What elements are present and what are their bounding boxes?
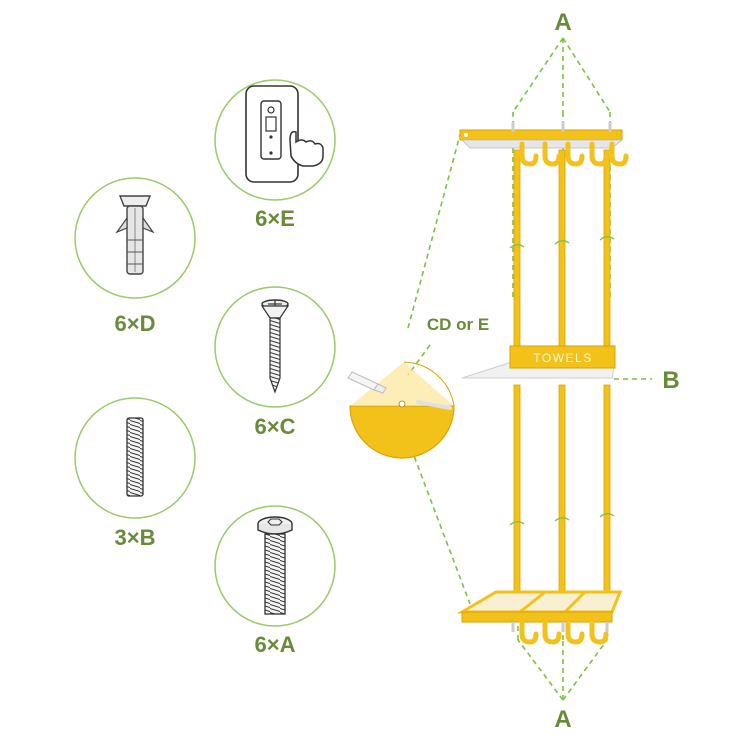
adhesive-hook-icon bbox=[245, 85, 324, 183]
part-c bbox=[214, 286, 336, 408]
part-label-e: 6×E bbox=[255, 206, 295, 231]
part-label-b: 3×B bbox=[115, 525, 156, 550]
part-label-a: 6×A bbox=[255, 632, 296, 657]
wall-anchor-icon bbox=[347, 371, 387, 394]
shelf-label: TOWELS bbox=[533, 351, 592, 365]
middle-shelf: TOWELS bbox=[461, 345, 616, 379]
wall-plate bbox=[349, 405, 455, 459]
mounting-detail bbox=[347, 361, 455, 459]
part-label-d: 6×D bbox=[115, 311, 156, 336]
part-a bbox=[214, 505, 336, 627]
hook-icon bbox=[519, 141, 629, 167]
rotate-arrow-icon bbox=[509, 236, 615, 526]
part-label-c: 6×C bbox=[255, 414, 296, 439]
threaded-rod-icon bbox=[126, 417, 144, 497]
top-bracket bbox=[459, 122, 629, 167]
part-e bbox=[214, 79, 336, 201]
wood-screw-icon bbox=[260, 299, 290, 394]
callout-top-a: A bbox=[554, 9, 571, 36]
machine-bolt-icon bbox=[257, 516, 293, 615]
callout-cd-or-e: CD or E bbox=[427, 315, 489, 334]
towel-rack: TOWELS bbox=[456, 122, 629, 645]
callout-bottom-a: A bbox=[554, 706, 571, 733]
part-d bbox=[74, 177, 196, 299]
screw-icon bbox=[416, 400, 452, 410]
callout-b: B bbox=[662, 367, 679, 394]
hook-icon bbox=[519, 619, 609, 645]
part-b bbox=[74, 397, 196, 519]
bottom-basket bbox=[456, 590, 623, 645]
wall-anchor-icon bbox=[115, 195, 155, 275]
